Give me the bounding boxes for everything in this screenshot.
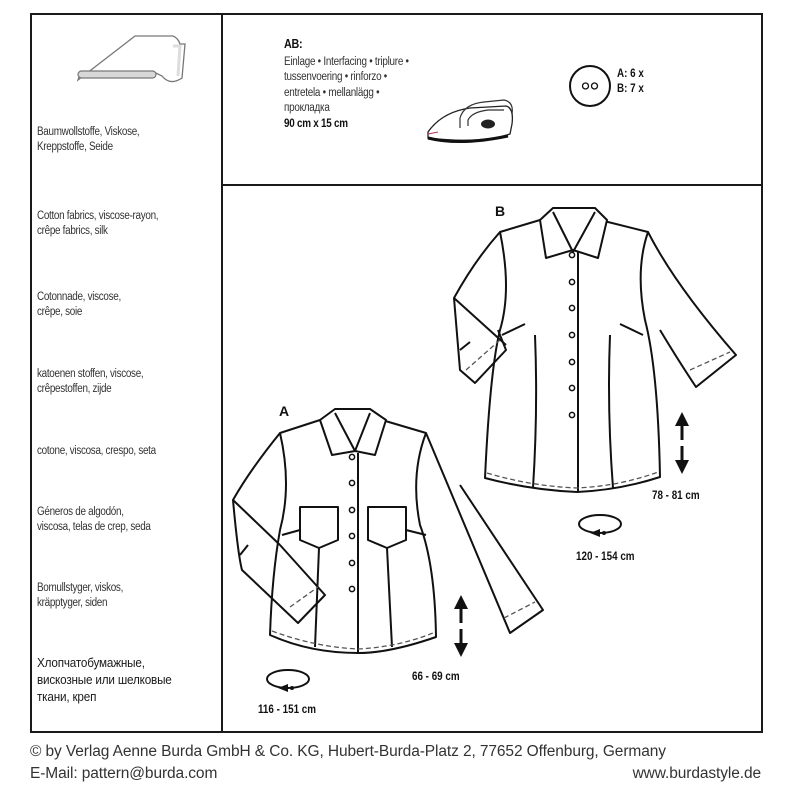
view-a-length: 66 - 69 cm bbox=[412, 669, 460, 683]
fabric-text-nl: katoenen stoffen, viscose, crêpestoffen,… bbox=[37, 368, 144, 395]
fabric-text-it: cotone, viscosa, crespo, seta bbox=[37, 445, 156, 457]
view-a-label: A bbox=[279, 403, 290, 419]
fabric-text-fr: Cotonnade, viscose, crêpe, soie bbox=[37, 291, 121, 318]
view-b-shirt-drawing bbox=[453, 207, 737, 493]
button-icon bbox=[569, 65, 611, 107]
button-quantities: A: 6 x B: 7 x bbox=[617, 66, 644, 96]
fabric-text-en: Cotton fabrics, viscose-rayon, crêpe fab… bbox=[37, 210, 159, 237]
button-qty-b: B: 7 x bbox=[617, 81, 644, 95]
interfacing-size: 90 cm x 15 cm bbox=[284, 117, 348, 130]
circumference-icon bbox=[578, 514, 622, 537]
iron-icon bbox=[427, 99, 514, 144]
footer-email[interactable]: E-Mail: pattern@burda.com bbox=[30, 765, 218, 782]
fabric-text-ru: Хлопчатобумажные, вискозные или шелковые… bbox=[37, 655, 172, 704]
length-arrow-icon bbox=[454, 595, 468, 657]
column-divider bbox=[221, 13, 223, 731]
view-b-length: 78 - 81 cm bbox=[652, 488, 700, 502]
fabric-text-es: Géneros de algodón, viscosa, telas de cr… bbox=[37, 506, 151, 533]
pattern-envelope-frame bbox=[30, 13, 763, 733]
footer-website[interactable]: www.burdastyle.de bbox=[632, 765, 762, 782]
interfacing-line: прокладка bbox=[284, 102, 330, 114]
fabric-text-de: Baumwollstoffe, Viskose, Kreppstoffe, Se… bbox=[37, 126, 140, 153]
view-a-shirt-drawing bbox=[232, 408, 544, 654]
view-b-width: 120 - 154 cm bbox=[576, 549, 635, 563]
view-b-label: B bbox=[495, 203, 506, 219]
circumference-icon bbox=[266, 669, 310, 692]
interfacing-title: AB: bbox=[284, 37, 303, 51]
fabric-text-sv: Bomullstyger, viskos, kräpptyger, siden bbox=[37, 582, 124, 609]
length-arrow-icon bbox=[675, 412, 689, 474]
interfacing-line: tussenvoering • rinforzo • bbox=[284, 71, 388, 83]
footer-copyright: © by Verlag Aenne Burda GmbH & Co. KG, H… bbox=[30, 743, 666, 760]
button-qty-a: A: 6 x bbox=[617, 66, 644, 80]
row-divider bbox=[222, 184, 761, 186]
fabric-fold-icon bbox=[76, 35, 186, 83]
interfacing-line: entretela • mellanlägg • bbox=[284, 86, 380, 99]
interfacing-info: AB: Einlage • Interfacing • triplure • t… bbox=[284, 37, 409, 132]
interfacing-line: Einlage • Interfacing • triplure • bbox=[284, 55, 409, 68]
view-a-width: 116 - 151 cm bbox=[258, 702, 317, 716]
